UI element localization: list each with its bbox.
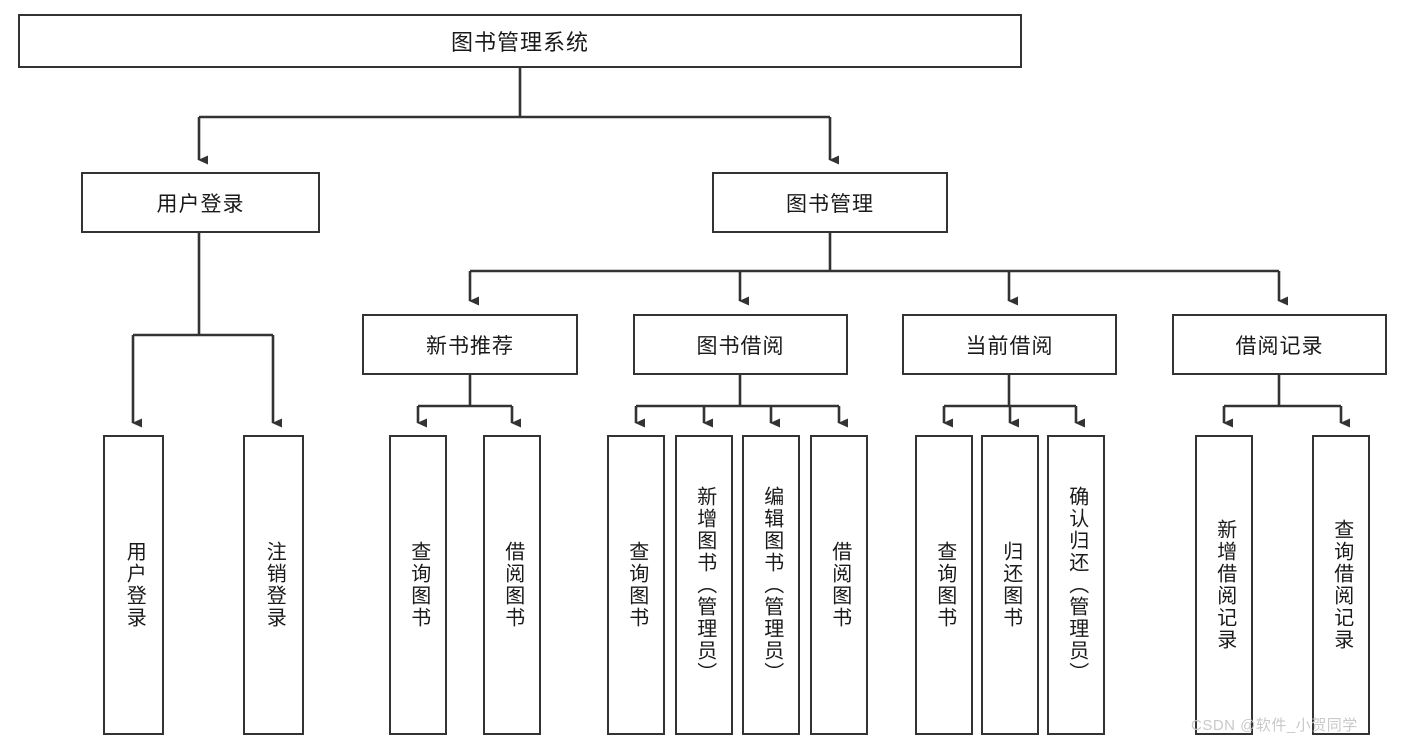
node-label: 用户登录 [156, 192, 245, 216]
node-book-management[interactable]: 图书管理 [712, 172, 948, 233]
node-label: 新增借阅记录 [1213, 519, 1236, 651]
node-label: 新书推荐 [426, 334, 514, 358]
leaf-confirm-return-admin[interactable]: 确认归还（管理员） [1047, 435, 1105, 735]
node-new-book-recommend[interactable]: 新书推荐 [362, 314, 578, 375]
node-label: 图书管理系统 [450, 30, 589, 55]
node-label: 图书借阅 [696, 334, 785, 358]
leaf-logout[interactable]: 注销登录 [243, 435, 304, 735]
leaf-edit-book-admin[interactable]: 编辑图书（管理员） [742, 435, 800, 735]
leaf-current-query-book[interactable]: 查询图书 [915, 435, 973, 735]
node-label: 查询图书 [407, 541, 430, 629]
node-label: 用户登录 [123, 541, 146, 629]
node-user-login[interactable]: 用户登录 [81, 172, 320, 233]
node-label: 归还图书 [999, 541, 1022, 629]
leaf-query-borrow-record[interactable]: 查询借阅记录 [1312, 435, 1370, 735]
node-label: 借阅图书 [501, 541, 524, 629]
leaf-add-book-admin[interactable]: 新增图书（管理员） [675, 435, 733, 735]
csdn-watermark: CSDN @软件_小贺同学 [1191, 717, 1358, 734]
leaf-return-book[interactable]: 归还图书 [981, 435, 1039, 735]
node-label: 新增图书（管理员） [693, 486, 716, 684]
node-book-borrow[interactable]: 图书借阅 [633, 314, 848, 375]
leaf-new-book-query[interactable]: 查询图书 [389, 435, 447, 735]
node-label: 编辑图书（管理员） [760, 486, 783, 684]
node-label: 图书管理 [786, 192, 874, 216]
node-label: 当前借阅 [965, 334, 1054, 358]
leaf-borrow-book[interactable]: 借阅图书 [810, 435, 868, 735]
node-label: 查询图书 [933, 541, 956, 629]
node-label: 查询图书 [625, 541, 648, 629]
leaf-new-book-borrow[interactable]: 借阅图书 [483, 435, 541, 735]
leaf-user-login[interactable]: 用户登录 [103, 435, 164, 735]
node-label: 确认归还（管理员） [1065, 486, 1088, 684]
node-label: 借阅图书 [828, 541, 851, 629]
node-current-borrow[interactable]: 当前借阅 [902, 314, 1117, 375]
node-root-library-system[interactable]: 图书管理系统 [18, 14, 1022, 68]
node-borrow-record[interactable]: 借阅记录 [1172, 314, 1387, 375]
node-label: 注销登录 [263, 541, 286, 629]
node-label: 借阅记录 [1235, 334, 1324, 358]
node-label: 查询借阅记录 [1330, 519, 1353, 651]
leaf-borrow-query-book[interactable]: 查询图书 [607, 435, 665, 735]
leaf-add-borrow-record[interactable]: 新增借阅记录 [1195, 435, 1253, 735]
